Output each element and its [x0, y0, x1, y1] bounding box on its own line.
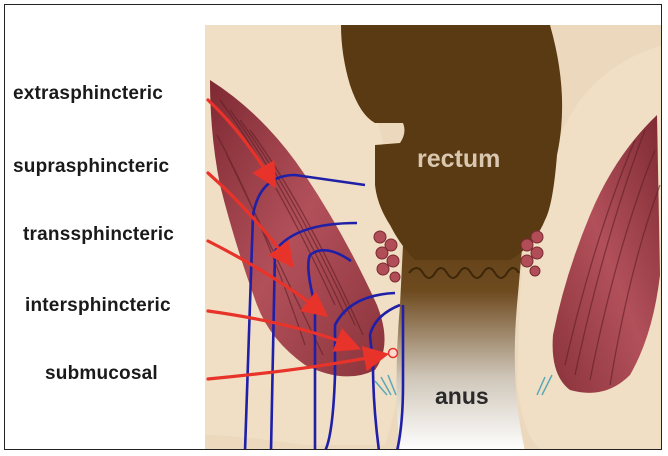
label-anus: anus: [435, 383, 489, 410]
label-intersphincteric: intersphincteric: [25, 295, 171, 317]
label-extrasphincteric: extrasphincteric: [13, 83, 163, 105]
label-rectum: rectum: [417, 145, 500, 174]
label-transsphincteric: transsphincteric: [23, 224, 174, 246]
internal-opening: [389, 349, 398, 358]
label-submucosal: submucosal: [45, 363, 158, 385]
diagram-frame: extrasphincteric suprasphincteric transs…: [4, 4, 662, 450]
label-suprasphincteric: suprasphincteric: [13, 156, 169, 178]
